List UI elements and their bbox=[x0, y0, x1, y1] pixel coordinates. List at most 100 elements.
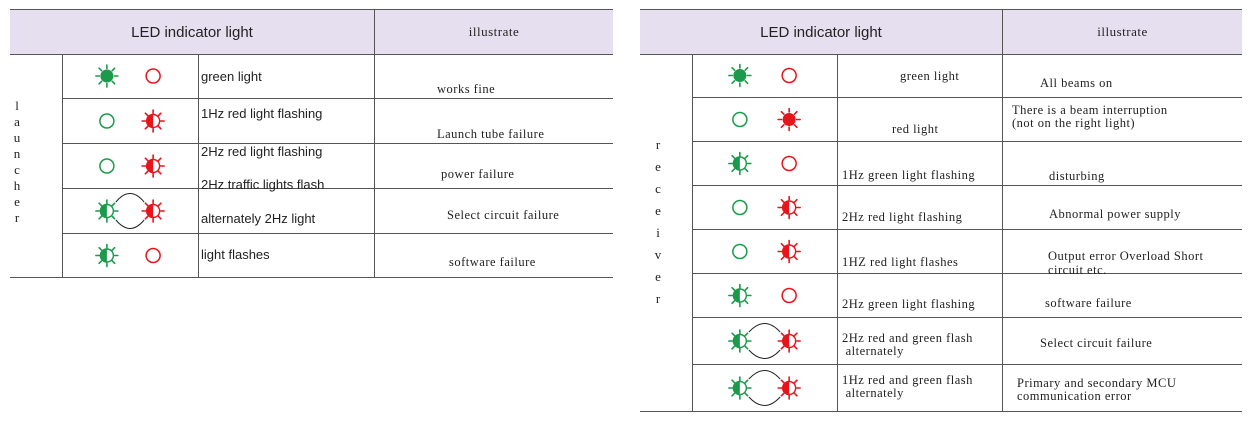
led-cell bbox=[62, 54, 198, 98]
led-cell bbox=[62, 99, 198, 143]
led-cell bbox=[692, 142, 837, 185]
receiver-row-note-2: circuit etc. bbox=[1048, 263, 1107, 277]
launcher-row: green light works fine bbox=[62, 54, 613, 99]
launcher-row-state: alternately 2Hz light bbox=[201, 211, 316, 226]
led-pair bbox=[732, 239, 801, 264]
receiver-row-note: All beams on bbox=[1040, 76, 1113, 90]
receiver-row-note: There is a beam interruption bbox=[1012, 103, 1168, 117]
launcher-row-note: Launch tube failure bbox=[437, 127, 545, 141]
receiver-row: 2Hz red and green flash alternately Sele… bbox=[692, 318, 1242, 365]
launcher-row: light flashes software failure bbox=[62, 234, 613, 277]
receiver-row: 1HZ red light flashes Output error Overl… bbox=[692, 230, 1242, 277]
red-led-icon bbox=[781, 287, 797, 304]
launcher-row-note: power failure bbox=[441, 167, 515, 181]
receiver-row: 1Hz red and green flash alternately Prim… bbox=[692, 365, 1242, 411]
receiver-row-note: Abnormal power supply bbox=[1049, 207, 1182, 221]
red-led-icon bbox=[145, 68, 161, 84]
led-cell bbox=[692, 318, 837, 364]
led-pair bbox=[732, 107, 801, 132]
receiver-row-state: red light bbox=[892, 122, 939, 136]
launcher-row: alternately 2Hz light Select circuit fai… bbox=[62, 189, 613, 234]
launcher-row-state: 1Hz red light flashing bbox=[201, 106, 323, 121]
receiver-row: 2Hz red light flashing Abnormal power su… bbox=[692, 186, 1242, 230]
green-led-icon bbox=[732, 111, 748, 128]
launcher-row-state: light flashes bbox=[201, 247, 270, 262]
green-led-icon bbox=[728, 283, 752, 308]
receiver-row-note: Select circuit failure bbox=[1040, 336, 1153, 350]
green-led-icon bbox=[728, 329, 752, 353]
led-cell bbox=[692, 186, 837, 229]
receiver-row: red light There is a beam interruption (… bbox=[692, 98, 1242, 142]
red-led-icon bbox=[145, 247, 161, 264]
launcher-row-note: software failure bbox=[449, 255, 536, 269]
receiver-row: green light All beams on bbox=[692, 54, 1242, 98]
led-pair bbox=[95, 193, 165, 229]
green-led-icon bbox=[95, 199, 119, 223]
receiver-row-note: Primary and secondary MCU bbox=[1017, 376, 1177, 390]
red-led-icon bbox=[141, 109, 165, 133]
red-led-icon bbox=[141, 154, 165, 178]
green-led-icon bbox=[728, 376, 752, 400]
alternate-arc-bottom bbox=[115, 219, 145, 229]
led-cell bbox=[62, 144, 198, 188]
led-pair bbox=[728, 370, 801, 406]
green-led-icon bbox=[732, 243, 748, 260]
red-led-icon bbox=[777, 376, 801, 400]
led-pair bbox=[95, 243, 161, 268]
red-led-icon bbox=[141, 199, 165, 223]
launcher-row-state: green light bbox=[201, 69, 262, 84]
led-cell bbox=[62, 234, 198, 277]
led-cell bbox=[62, 189, 198, 233]
receiver-row-note: disturbing bbox=[1049, 169, 1105, 183]
alternate-arc-top bbox=[748, 323, 781, 333]
alternate-arc-bottom bbox=[748, 349, 781, 359]
led-cell bbox=[692, 365, 837, 411]
receiver-row-note-2: communication error bbox=[1017, 389, 1132, 403]
red-led-icon bbox=[781, 67, 797, 84]
launcher-row-state: 2Hz red light flashing bbox=[201, 144, 323, 159]
led-pair bbox=[99, 109, 165, 133]
led-pair bbox=[99, 154, 165, 178]
red-led-icon bbox=[777, 195, 801, 220]
receiver-header-led: LED indicator light bbox=[760, 23, 882, 41]
led-cell bbox=[692, 54, 837, 97]
receiver-row-note: Output error Overload Short bbox=[1048, 249, 1204, 263]
red-led-icon bbox=[777, 329, 801, 353]
receiver-row: 2Hz green light flashing software failur… bbox=[692, 274, 1242, 318]
receiver-header: LED indicator light illustrate bbox=[640, 10, 1242, 55]
receiver-row-state: 2Hz red light flashing bbox=[842, 210, 963, 224]
green-led-icon bbox=[728, 63, 752, 88]
green-led-icon bbox=[99, 158, 115, 174]
receiver-row-state-2: alternately bbox=[842, 386, 904, 400]
receiver-row-state: 2Hz red and green flash bbox=[842, 331, 973, 345]
red-led-icon bbox=[781, 155, 797, 172]
green-led-icon bbox=[728, 151, 752, 176]
alternate-arc-top bbox=[748, 370, 781, 380]
receiver-row-note-2: (not on the right light) bbox=[1012, 116, 1136, 130]
launcher-row-state-2: 2Hz traffic lights flash bbox=[201, 177, 325, 192]
alternate-arc-bottom bbox=[748, 396, 781, 406]
led-cell bbox=[692, 98, 837, 141]
led-cell bbox=[692, 230, 837, 273]
receiver-row-state-2: alternately bbox=[842, 344, 904, 358]
launcher-header: LED indicator light illustrate bbox=[10, 10, 613, 55]
led-pair bbox=[732, 195, 801, 220]
led-pair bbox=[728, 323, 801, 359]
launcher-row: 1Hz red light flashing Launch tube failu… bbox=[62, 99, 613, 144]
led-pair bbox=[728, 63, 797, 88]
receiver-row-note: software failure bbox=[1045, 296, 1132, 310]
receiver-row-state: 1Hz red and green flash bbox=[842, 373, 973, 387]
led-cell bbox=[692, 274, 837, 317]
red-led-icon bbox=[777, 107, 801, 132]
launcher-row-note: Select circuit failure bbox=[447, 208, 560, 222]
receiver-header-illustrate: illustrate bbox=[1097, 24, 1148, 39]
launcher-row: 2Hz red light flashing 2Hz traffic light… bbox=[62, 144, 613, 192]
receiver-row-state: 1HZ red light flashes bbox=[842, 255, 959, 269]
green-led-icon bbox=[95, 64, 119, 88]
led-pair bbox=[95, 64, 161, 88]
led-pair bbox=[728, 283, 797, 308]
